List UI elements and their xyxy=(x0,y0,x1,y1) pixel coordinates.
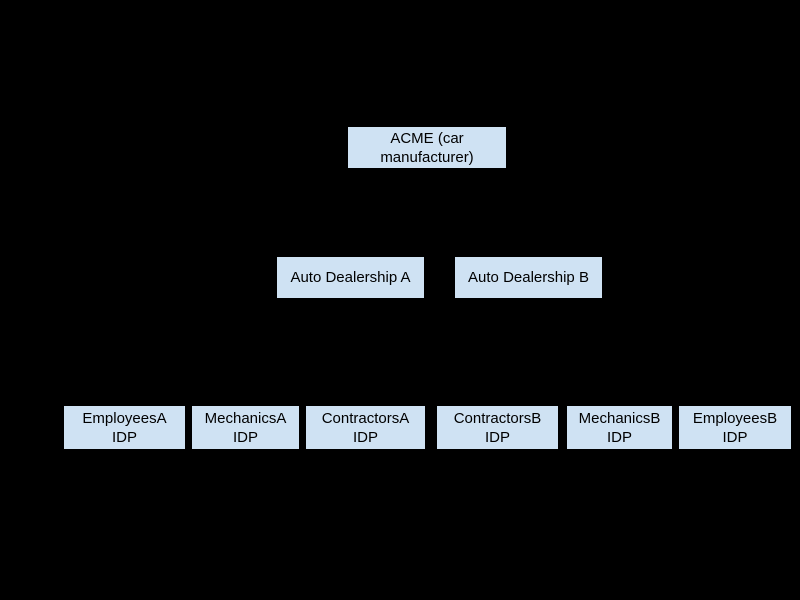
node-mechanics-b-idp: MechanicsB IDP xyxy=(567,406,672,449)
node-auto-dealership-b: Auto Dealership B xyxy=(455,257,602,298)
node-mechanics-a-idp-label: MechanicsA IDP xyxy=(204,409,287,446)
node-employees-b-idp-label: EmployeesB IDP xyxy=(692,409,778,446)
node-employees-a-idp-label: EmployeesA IDP xyxy=(82,409,167,446)
node-mechanics-b-idp-label: MechanicsB IDP xyxy=(578,409,661,446)
node-auto-dealership-a: Auto Dealership A xyxy=(277,257,424,298)
node-employees-b-idp: EmployeesB IDP xyxy=(679,406,791,449)
node-contractors-b-idp: ContractorsB IDP xyxy=(437,406,558,449)
node-mechanics-a-idp: MechanicsA IDP xyxy=(192,406,299,449)
node-acme-label: ACME (car manufacturer) xyxy=(380,129,474,166)
node-contractors-b-idp-label: ContractorsB IDP xyxy=(453,409,542,446)
node-employees-a-idp: EmployeesA IDP xyxy=(64,406,185,449)
node-auto-dealership-b-label: Auto Dealership B xyxy=(468,269,589,286)
node-contractors-a-idp: ContractorsA IDP xyxy=(306,406,425,449)
node-acme: ACME (car manufacturer) xyxy=(348,127,506,168)
node-contractors-a-idp-label: ContractorsA IDP xyxy=(321,409,410,446)
node-auto-dealership-a-label: Auto Dealership A xyxy=(290,269,411,286)
